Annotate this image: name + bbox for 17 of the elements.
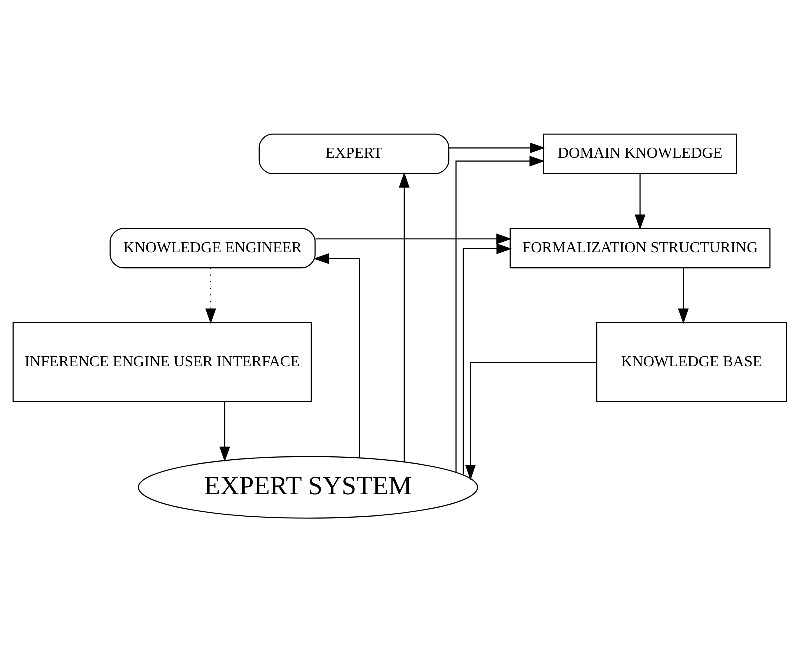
node-box: EXPERT <box>258 133 450 174</box>
node-box: FORMALIZATION STRUCTURING <box>510 228 771 268</box>
node-box: INFERENCE ENGINE USER INTERFACE <box>12 322 312 402</box>
node-box: DOMAIN KNOWLEDGE <box>543 133 738 174</box>
arrow <box>449 142 546 154</box>
arrow <box>634 174 646 230</box>
arrow <box>220 402 230 462</box>
arrow <box>678 268 689 324</box>
arrow <box>465 362 597 480</box>
node-box: KNOWLEDGE ENGINEER <box>110 228 316 268</box>
arrow <box>314 252 360 458</box>
arrow <box>456 155 546 472</box>
arrow <box>206 268 216 324</box>
arrow <box>399 172 410 462</box>
node-box: KNOWLEDGE BASE <box>596 322 788 402</box>
arrow <box>316 233 512 244</box>
arrow <box>462 243 512 474</box>
